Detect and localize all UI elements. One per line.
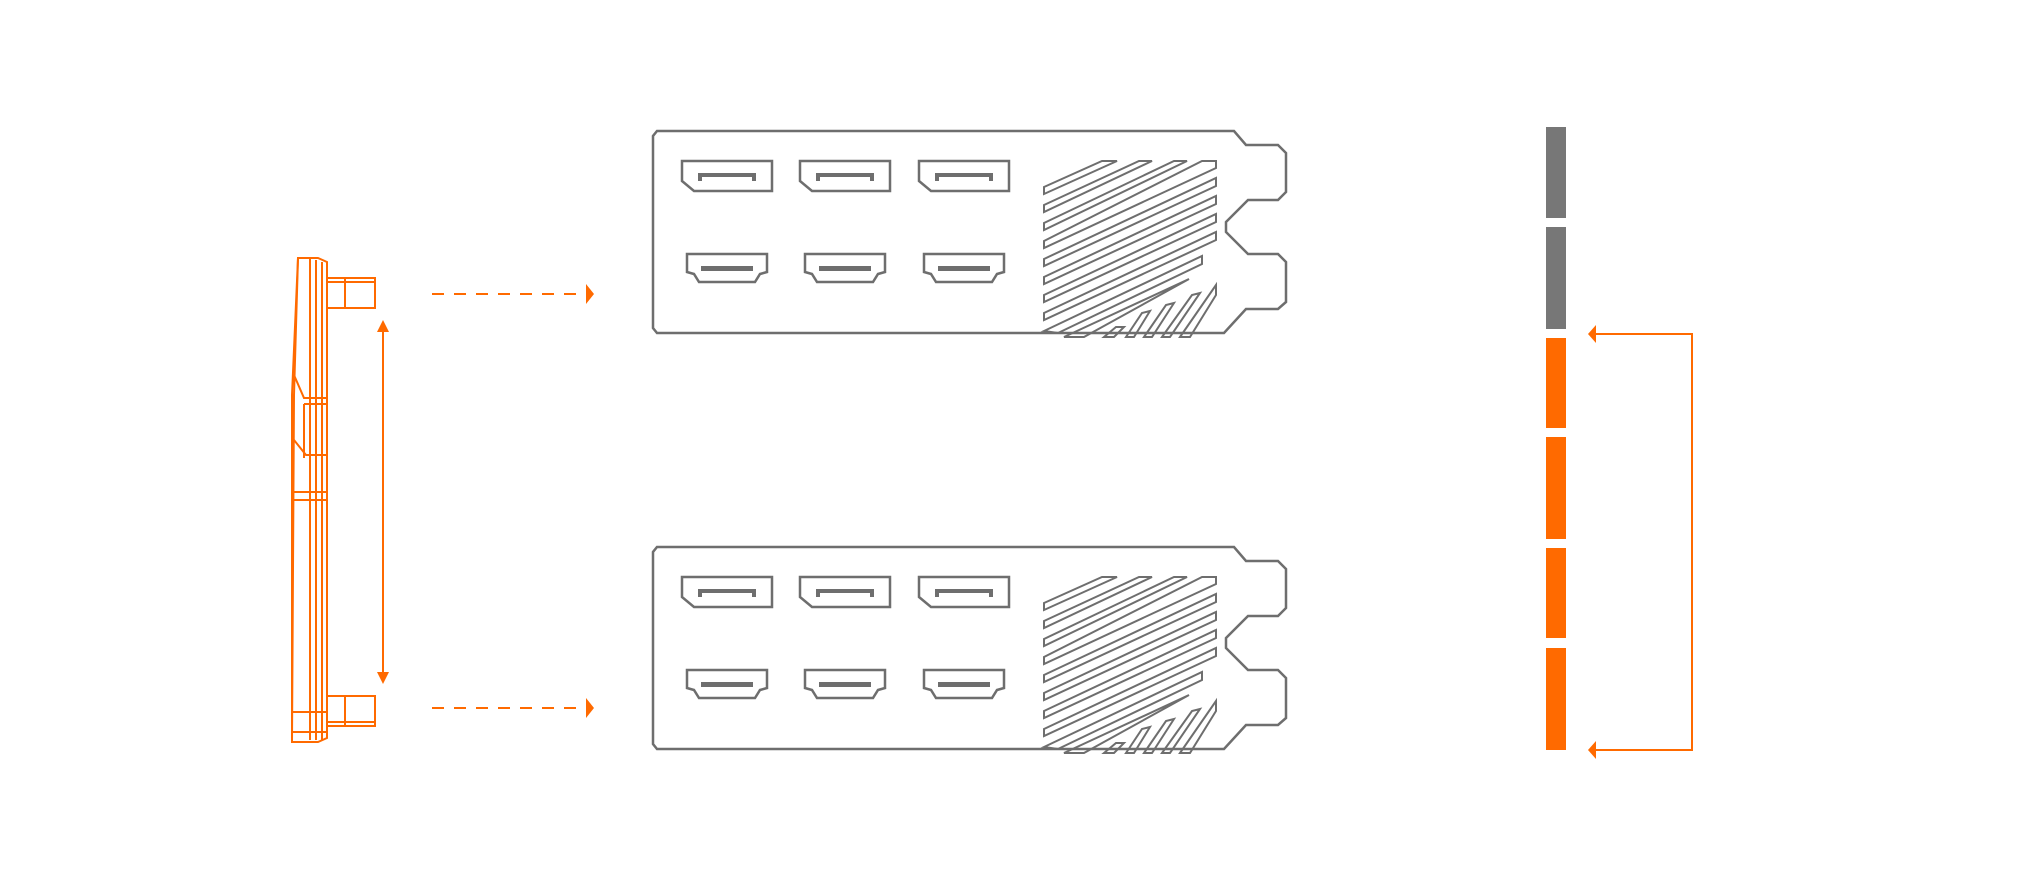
arrow-left-icon — [1588, 325, 1596, 343]
slot-bar-orange — [1546, 437, 1566, 539]
hdmi-icon — [803, 252, 887, 284]
arrow-right-icon — [586, 284, 594, 304]
arrow-down-icon — [377, 672, 389, 684]
vent-grille-icon — [1043, 160, 1217, 338]
arrow-left-icon — [1588, 741, 1596, 759]
hdmi-icon — [803, 668, 887, 700]
slot-indicator — [1546, 127, 1566, 750]
slot-bar-orange — [1546, 338, 1566, 428]
slot-bar-gray — [1546, 227, 1566, 329]
hdmi-icon — [685, 668, 769, 700]
card-side-view — [291, 257, 376, 743]
io-bracket-bottom — [651, 545, 1288, 754]
vent-grille-icon — [1043, 576, 1217, 754]
displayport-icon — [917, 159, 1011, 193]
displayport-icon — [798, 575, 892, 609]
slot-span-bracket — [1596, 333, 1693, 751]
displayport-icon — [798, 159, 892, 193]
arrow-right-icon — [586, 698, 594, 718]
displayport-icon — [680, 159, 774, 193]
slot-bar-orange — [1546, 648, 1566, 750]
io-bracket-top — [651, 129, 1288, 338]
displayport-icon — [680, 575, 774, 609]
displayport-icon — [917, 575, 1011, 609]
slot-bar-orange — [1546, 548, 1566, 638]
hdmi-icon — [922, 252, 1006, 284]
arrow-up-icon — [377, 320, 389, 332]
hdmi-icon — [685, 252, 769, 284]
hdmi-icon — [922, 668, 1006, 700]
slot-bar-gray — [1546, 127, 1566, 218]
